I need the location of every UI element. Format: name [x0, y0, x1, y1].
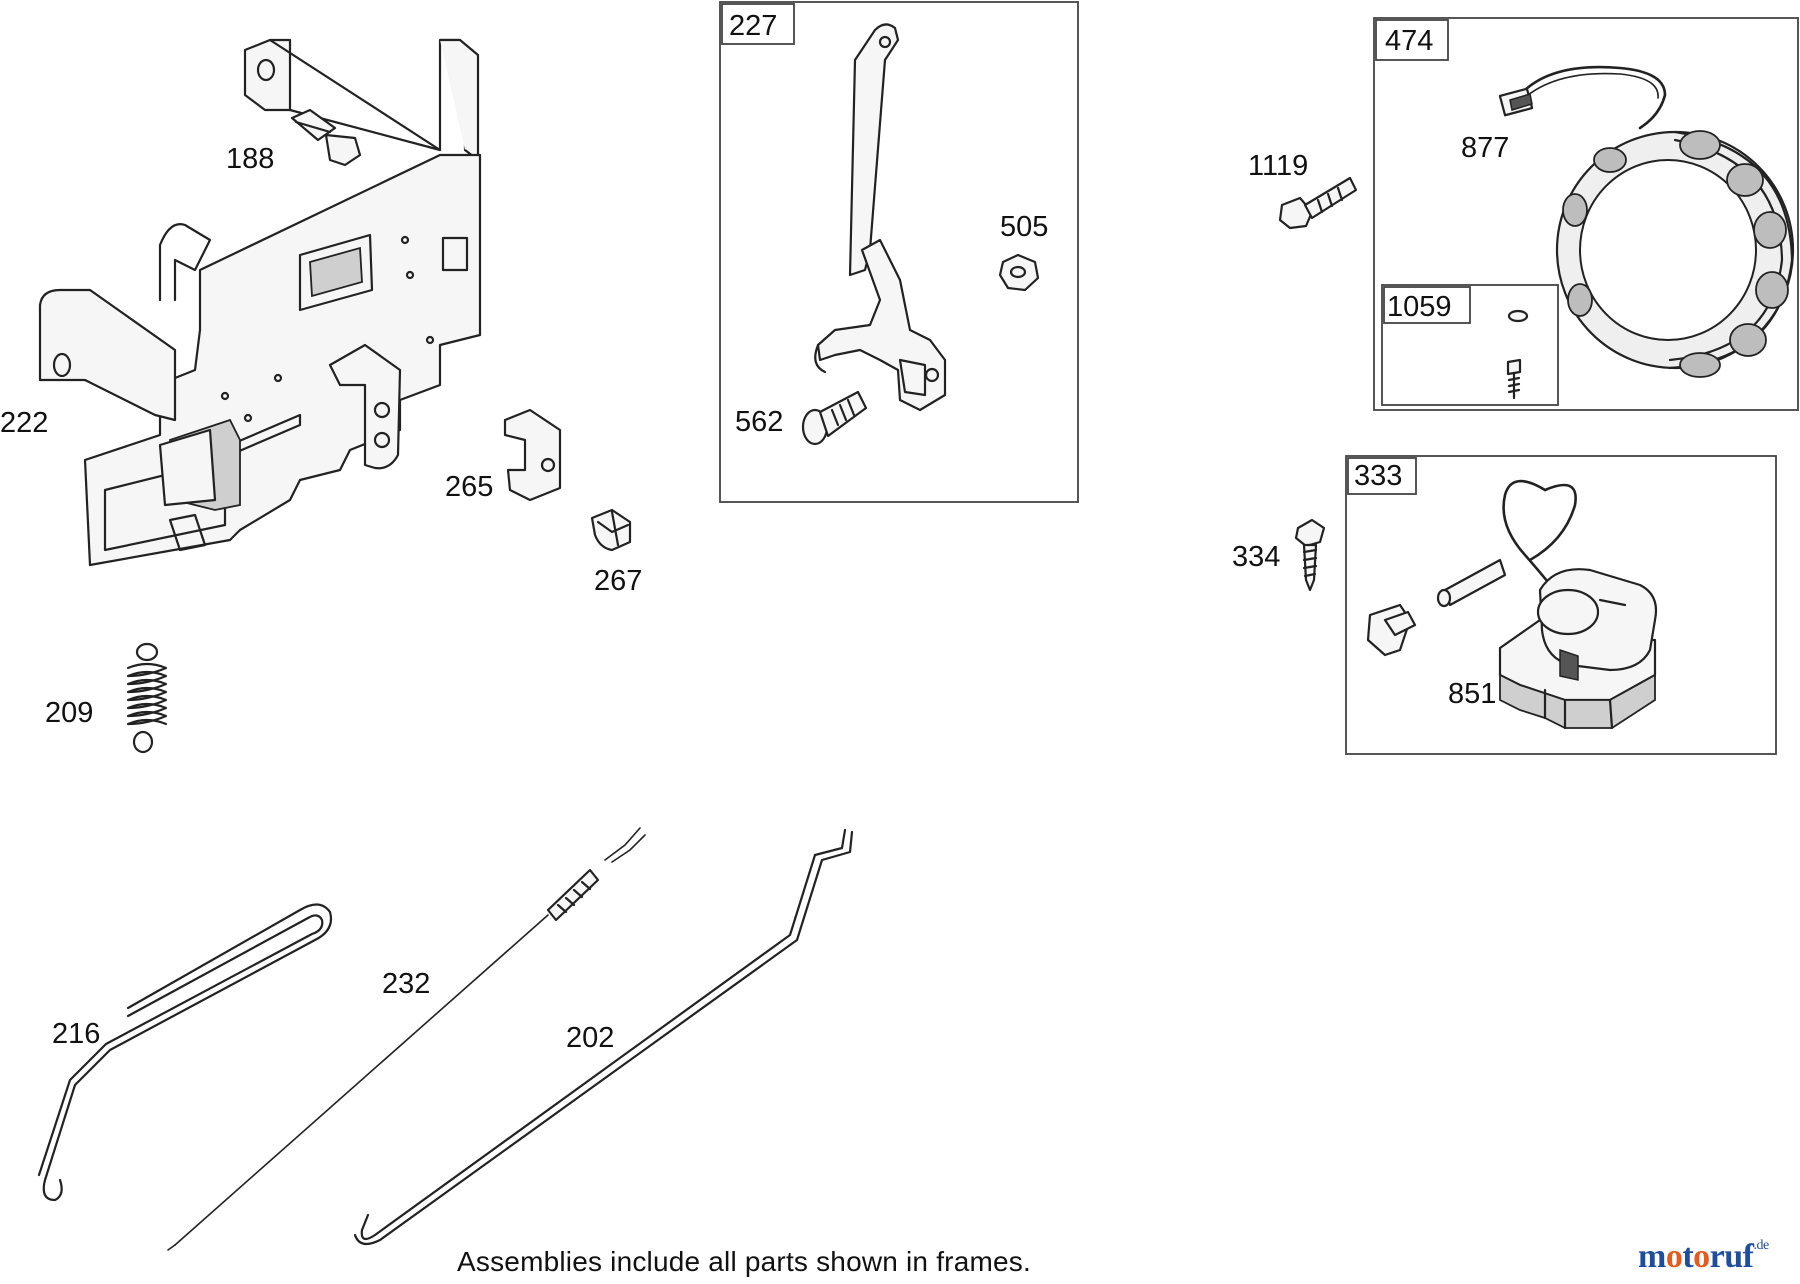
- assembly-tag-box-227: [721, 3, 795, 45]
- screw-267-drawing: [590, 508, 632, 552]
- assembly-tag-box-333: [1347, 457, 1417, 495]
- brand-logo: motoruf.de: [1638, 1238, 1769, 1276]
- callout-222: 222: [0, 407, 48, 439]
- callout-227: 227: [729, 10, 777, 42]
- assembly-frame-1059: [1381, 284, 1559, 406]
- callout-265: 265: [445, 471, 493, 503]
- callout-333: 333: [1354, 460, 1402, 492]
- bolt-562-drawing: [801, 390, 868, 446]
- cable-232-drawing: [167, 827, 646, 1251]
- nut-505-drawing: [998, 253, 1040, 292]
- screw-1119-drawing: [1278, 176, 1358, 230]
- callout-562: 562: [735, 406, 783, 438]
- brand-suffix: .de: [1753, 1238, 1770, 1253]
- callout-232: 232: [382, 968, 430, 1000]
- link-216-drawing: [37, 903, 333, 1202]
- assembly-frame-227: [719, 1, 1079, 503]
- callout-474: 474: [1385, 25, 1433, 57]
- assembly-tag-box-1059: [1383, 286, 1471, 324]
- callout-1119: 1119: [1248, 150, 1308, 182]
- alternator-stator-drawing: [1498, 65, 1795, 378]
- link-202-drawing: [353, 828, 854, 1246]
- control-bracket-drawing: [38, 38, 482, 567]
- assembly-frame-474: [1373, 17, 1799, 411]
- footnote-text: Assemblies include all parts shown in fr…: [457, 1246, 1031, 1277]
- callout-216: 216: [52, 1018, 100, 1050]
- callout-505: 505: [1000, 211, 1048, 243]
- assemblies-footnote: Assemblies include all parts shown in fr…: [0, 1246, 1800, 1278]
- brand-main: motoruf: [1638, 1238, 1754, 1275]
- screw-334-drawing: [1294, 518, 1326, 592]
- callout-188: 188: [226, 143, 274, 175]
- callout-209: 209: [45, 697, 93, 729]
- spring-209-drawing: [126, 642, 168, 754]
- governor-lever-drawing: [814, 23, 947, 412]
- callout-1059: 1059: [1387, 291, 1452, 323]
- assembly-tag-box-474: [1375, 19, 1449, 61]
- callout-202: 202: [566, 1022, 614, 1054]
- callout-877: 877: [1461, 132, 1509, 164]
- callout-267: 267: [594, 565, 642, 597]
- washer-and-screw-1059-drawing: [1506, 309, 1529, 400]
- callout-851: 851: [1448, 678, 1496, 710]
- bolt-188-drawing: [290, 108, 362, 167]
- assembly-frame-333: [1345, 455, 1777, 755]
- clip-265-drawing: [503, 408, 562, 502]
- callout-334: 334: [1232, 541, 1280, 573]
- ignition-armature-drawing: [1366, 479, 1658, 730]
